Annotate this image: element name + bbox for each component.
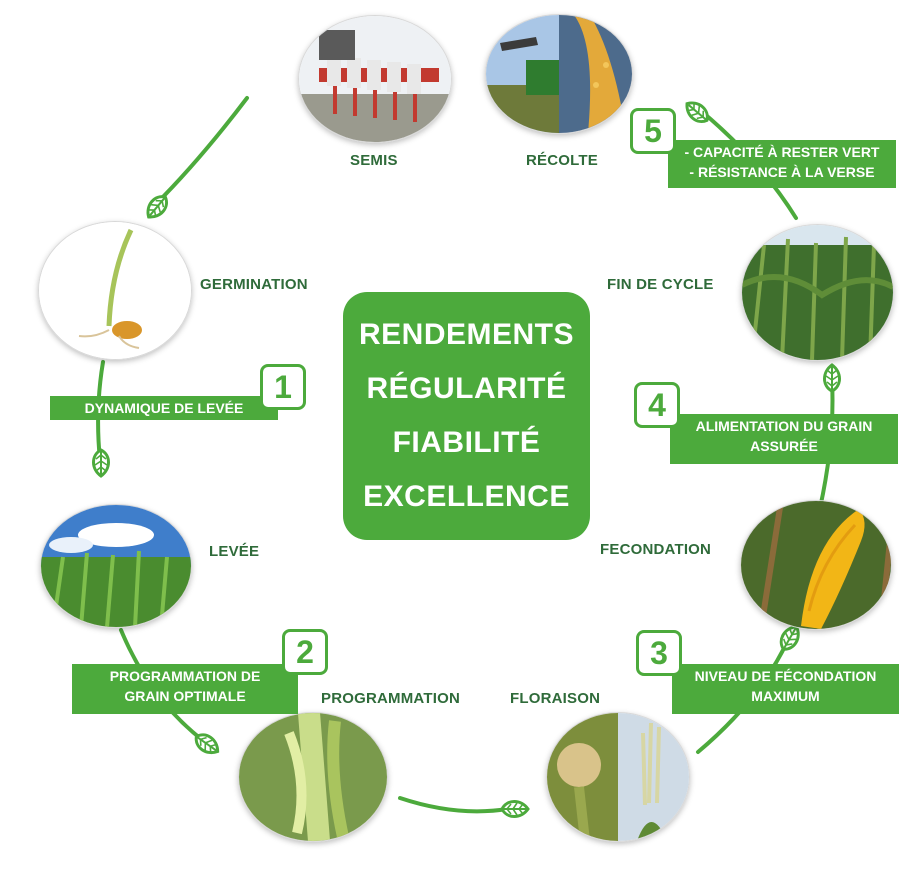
benefit-text: DYNAMIQUE DE LEVÉE (84, 400, 244, 416)
stage-label-levee: LEVÉE (209, 543, 260, 560)
benefit-banner-1: DYNAMIQUE DE LEVÉE (50, 396, 278, 420)
stage-label-fin-de-cycle: FIN DE CYCLE (607, 276, 714, 293)
leaf-arrow-icon (680, 96, 714, 128)
benefit-banner-3: NIVEAU DE FÉCONDATION MAXIMUM (672, 664, 899, 714)
photo-fecondation (740, 500, 892, 630)
benefit-banner-2: PROGRAMMATION DE GRAIN OPTIMALE (72, 664, 298, 714)
benefit-number-badge-3: 3 (636, 630, 682, 676)
stage-label-germination: GERMINATION (200, 276, 308, 293)
benefit-text: MAXIMUM (751, 688, 820, 704)
photo-levee (40, 504, 192, 628)
stage-label-floraison: FLORAISON (510, 690, 601, 707)
photo-floraison (546, 712, 690, 842)
center-value-regularite: RÉGULARITÉ (366, 372, 567, 405)
photo-semis (298, 15, 452, 143)
benefit-banner-4: ALIMENTATION DU GRAIN ASSURÉE (670, 414, 898, 464)
benefit-text: ASSURÉE (750, 438, 818, 454)
center-value-fiabilite: FIABILITÉ (392, 426, 541, 459)
leaf-arrow-icon (92, 448, 110, 478)
benefit-text: GRAIN OPTIMALE (124, 688, 246, 704)
center-value-excellence: EXCELLENCE (363, 480, 570, 513)
connector-programmation-floraison (398, 796, 515, 814)
benefit-number-badge-2: 2 (282, 629, 328, 675)
benefit-number-badge-5: 5 (630, 108, 676, 154)
photo-fin-de-cycle (741, 224, 894, 361)
benefit-number-badge-1: 1 (260, 364, 306, 410)
photo-germination (38, 221, 192, 360)
benefit-banner-5: - CAPACITÉ À RESTER VERT - RÉSISTANCE À … (668, 140, 896, 188)
leaf-arrow-icon (141, 190, 173, 224)
photo-programmation (238, 712, 388, 842)
benefit-text: ALIMENTATION DU GRAIN (695, 418, 873, 434)
stage-label-fecondation: FECONDATION (600, 541, 712, 558)
stage-label-programmation: PROGRAMMATION (321, 690, 460, 707)
stage-label-semis: SEMIS (350, 152, 398, 169)
center-values-box: RENDEMENTS RÉGULARITÉ FIABILITÉ EXCELLEN… (343, 292, 590, 540)
center-value-rendements: RENDEMENTS (358, 318, 574, 351)
benefit-text: - CAPACITÉ À RESTER VERT (684, 144, 880, 160)
leaf-arrow-icon (823, 363, 841, 393)
benefit-text: PROGRAMMATION DE (109, 668, 261, 684)
benefit-text: - RÉSISTANCE À LA VERSE (689, 164, 875, 180)
leaf-arrow-icon (500, 800, 530, 818)
benefit-text: NIVEAU DE FÉCONDATION (694, 668, 877, 684)
connector-semis-germination (153, 96, 249, 207)
benefit-number-badge-4: 4 (634, 382, 680, 428)
stage-label-recolte: RÉCOLTE (526, 152, 598, 169)
photo-recolte (485, 14, 633, 134)
